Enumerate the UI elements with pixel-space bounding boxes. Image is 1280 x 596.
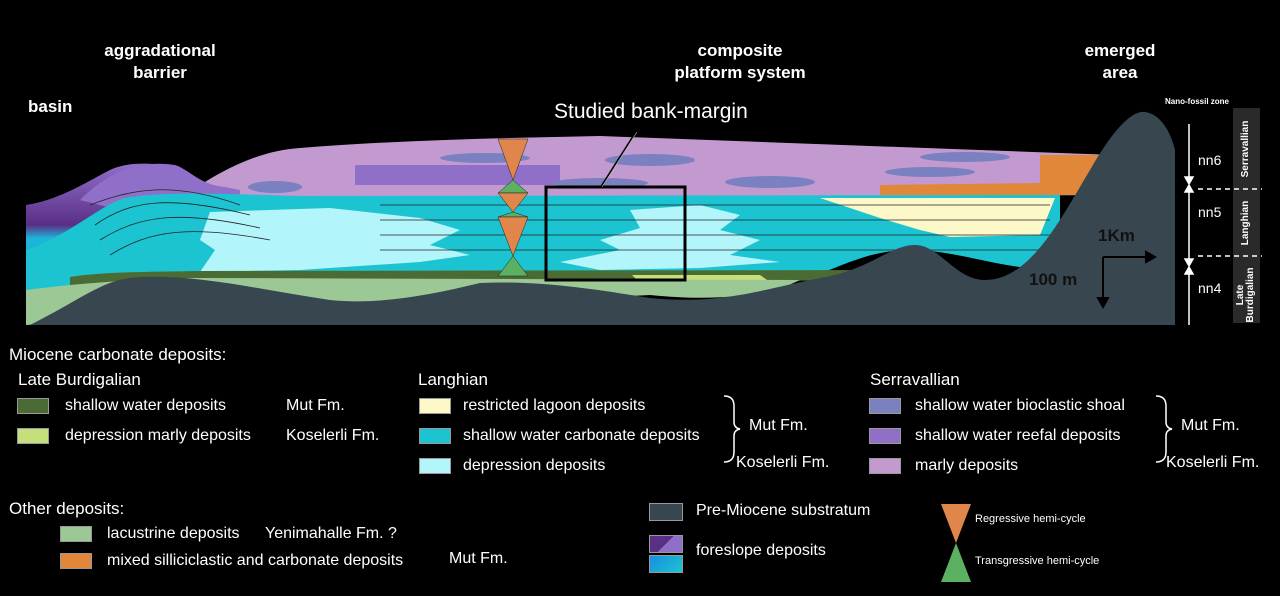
label-line: barrier xyxy=(133,63,187,82)
legend-formation: Mut Fm. xyxy=(749,417,808,434)
label-aggradational-barrier: aggradational barrier xyxy=(80,40,240,84)
swatch-mixed xyxy=(60,553,92,569)
swatch-langhian-lagoon xyxy=(419,398,451,414)
langhian-lagoon-layer xyxy=(820,198,1055,237)
nanofossil-zone-arrows xyxy=(1183,124,1195,325)
legend-group-late-burdigalian: Late Burdigalian xyxy=(18,370,141,389)
scale-vertical: 100 m xyxy=(1029,270,1078,289)
swatch-substratum xyxy=(649,503,683,521)
label-line: platform system xyxy=(674,63,806,82)
legend-formation: Koselerli Fm. xyxy=(736,454,830,471)
swatch-lacustrine xyxy=(60,526,92,542)
label-emerged-area: emerged area xyxy=(1070,40,1170,84)
label-line: emerged xyxy=(1084,41,1156,60)
legend-item: Pre-Miocene substratum xyxy=(696,502,871,519)
zone-nn5: nn5 xyxy=(1198,204,1222,220)
swatch-serravallian-reefal xyxy=(869,428,901,444)
geological-cross-section xyxy=(26,108,1262,326)
swatch-serravallian-shoal xyxy=(869,398,901,414)
label-composite-platform: composite platform system xyxy=(640,40,840,84)
legend-other-title: Other deposits: xyxy=(9,499,125,518)
stage-serravallian: Serravallian xyxy=(1240,120,1251,178)
label-line: composite xyxy=(697,41,783,60)
legend-title: Miocene carbonate deposits: xyxy=(9,345,227,364)
stage-late-burdigalian: Late Burdigalian xyxy=(1235,267,1256,323)
legend-item: marly deposits xyxy=(915,457,1019,474)
legend-regressive: Regressive hemi-cycle xyxy=(975,513,1086,525)
legend-formation: Koselerli Fm. xyxy=(1166,454,1260,471)
substratum-layer xyxy=(30,111,1175,326)
stratal-lines xyxy=(89,189,1050,256)
hourglass-icon xyxy=(941,504,971,582)
zone-nn4: nn4 xyxy=(1198,280,1222,296)
swatch-langhian-depression xyxy=(419,458,451,474)
legend-item: shallow water carbonate deposits xyxy=(463,427,700,444)
brace-icon xyxy=(1155,395,1173,463)
legend-item: foreslope deposits xyxy=(696,542,826,559)
brace-icon xyxy=(723,395,741,463)
legend-transgressive: Transgressive hemi-cycle xyxy=(975,555,1100,567)
legend-group-langhian: Langhian xyxy=(418,370,488,389)
legend-item: depression marly deposits xyxy=(65,427,251,444)
legend-item: shallow water deposits xyxy=(65,397,226,414)
swatch-langhian-shallow xyxy=(419,428,451,444)
swatch-foreslope-purple xyxy=(649,535,683,553)
legend-formation: Yenimahalle Fm. ? xyxy=(265,525,397,542)
label-basin: basin xyxy=(28,97,73,116)
legend-formation: Mut Fm. xyxy=(286,397,345,414)
mixed-siliciclastic-layer xyxy=(880,155,1115,195)
swatch-serravallian-marly xyxy=(869,458,901,474)
legend-item: depression deposits xyxy=(463,457,606,474)
scale-horizontal: 1Km xyxy=(1098,226,1135,245)
zone-nn6: nn6 xyxy=(1198,152,1222,168)
swatch-burdigalian-marly xyxy=(17,428,49,444)
legend-item: restricted lagoon deposits xyxy=(463,397,646,414)
studied-bank-margin-label: Studied bank-margin xyxy=(554,100,748,123)
legend-formation: Mut Fm. xyxy=(1181,417,1240,434)
legend-item: shallow water bioclastic shoal xyxy=(915,397,1125,414)
studied-leader-line xyxy=(600,131,637,188)
stage-langhian: Langhian xyxy=(1240,200,1251,246)
legend-formation: Koselerli Fm. xyxy=(286,427,380,444)
serravallian-reefal-layer-2 xyxy=(355,165,560,185)
legend-formation: Mut Fm. xyxy=(449,550,508,567)
swatch-burdigalian-shallow xyxy=(17,398,49,414)
legend-item: shallow water reefal deposits xyxy=(915,427,1121,444)
scale-arrows xyxy=(1096,250,1158,310)
swatch-foreslope-blue xyxy=(649,555,683,573)
label-line: aggradational xyxy=(104,41,216,60)
label-line: area xyxy=(1102,63,1138,82)
langhian-depression-layer xyxy=(200,208,470,272)
stage-column xyxy=(1233,108,1260,323)
legend-item: mixed silliciclastic and carbonate depos… xyxy=(107,552,404,569)
hemi-cycle-column xyxy=(497,138,529,277)
nanofossil-zone-title: Nano-fossil zone xyxy=(1165,97,1230,106)
studied-bank-margin-box[interactable] xyxy=(544,185,687,282)
legend-group-serravallian: Serravallian xyxy=(870,370,960,389)
langhian-depression-layer-2 xyxy=(560,205,780,270)
legend-item: lacustrine deposits xyxy=(107,525,240,542)
